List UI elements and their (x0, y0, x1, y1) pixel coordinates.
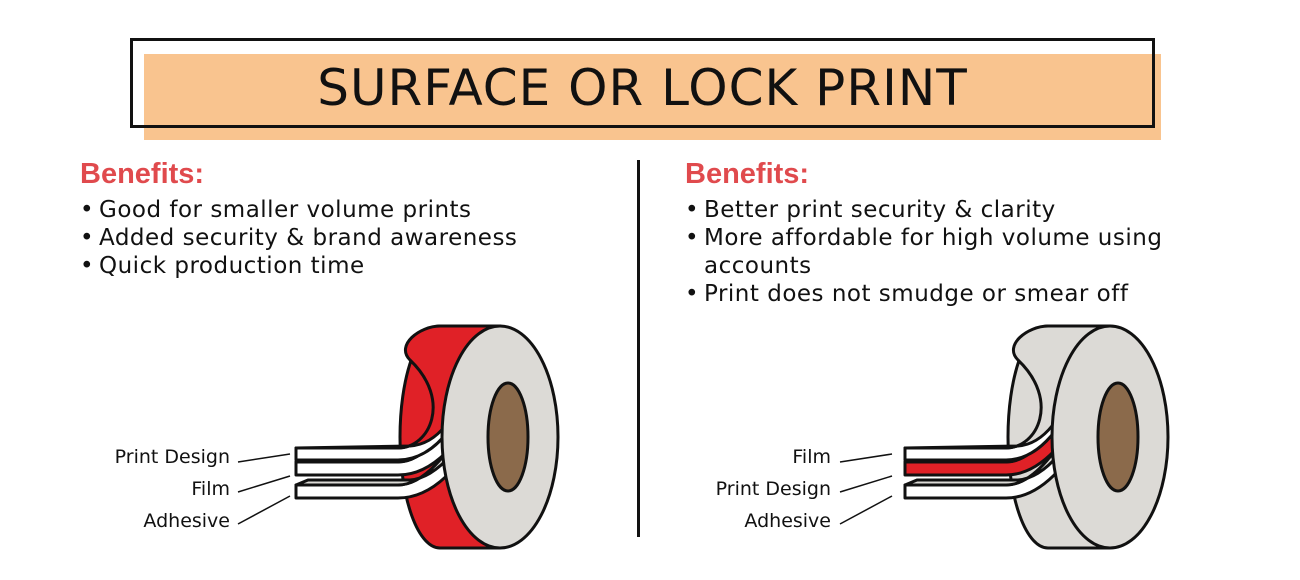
surface-print-column: Benefits: Good for smaller volume prints… (80, 156, 517, 280)
layer-label: Print Design (715, 478, 831, 500)
benefit-item: Quick production time (80, 252, 517, 280)
roll-core (486, 381, 530, 493)
benefit-item: Added security & brand awareness (80, 224, 517, 252)
layer-label: Film (191, 478, 230, 500)
benefit-item: Better print security & clarity (685, 196, 1165, 224)
benefits-list: Good for smaller volume prints Added sec… (80, 196, 517, 280)
benefit-item: More affordable for high volume using ac… (685, 224, 1165, 280)
layer-label: Film (792, 446, 831, 468)
title-banner: SURFACE OR LOCK PRINT (130, 38, 1161, 140)
page-title: SURFACE OR LOCK PRINT (317, 59, 968, 117)
lock-print-column: Benefits: Better print security & clarit… (685, 156, 1165, 308)
layer-label: Adhesive (143, 510, 230, 532)
layer-label: Print Design (114, 446, 230, 468)
benefit-item: Print does not smudge or smear off (685, 280, 1165, 308)
roll-core (1096, 381, 1140, 493)
title-banner-frame (130, 38, 1155, 128)
benefits-heading: Benefits: (80, 158, 205, 190)
benefits-heading: Benefits: (685, 158, 810, 190)
benefits-list: Better print security & clarity More aff… (685, 196, 1165, 308)
layer-label: Adhesive (744, 510, 831, 532)
column-divider (637, 160, 640, 537)
benefit-item: Good for smaller volume prints (80, 196, 517, 224)
